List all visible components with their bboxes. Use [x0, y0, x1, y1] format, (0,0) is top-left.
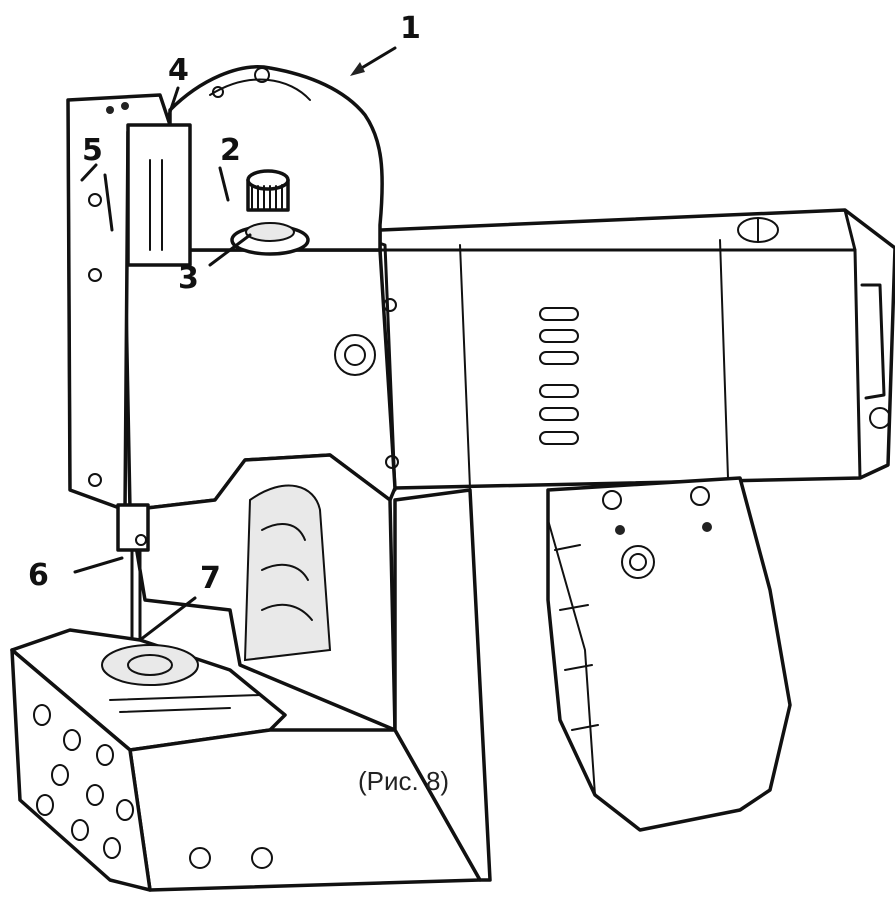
motor-housing — [378, 208, 895, 490]
upper-arm — [168, 65, 384, 252]
tension-knob — [230, 169, 310, 256]
figure-caption: (Рис. 8) — [358, 766, 449, 796]
base — [10, 488, 492, 892]
callout-4: 4 — [168, 53, 189, 88]
callout-3: 3 — [178, 261, 199, 296]
callout-arrows — [73, 46, 397, 642]
callout-7: 7 — [200, 561, 221, 596]
base-holes — [33, 704, 134, 859]
front-plate — [66, 93, 192, 512]
callout-5: 5 — [82, 133, 103, 168]
callout-labels: 1 2 3 4 5 6 7 — [28, 11, 421, 596]
callout-2: 2 — [220, 133, 241, 168]
callout-6: 6 — [28, 558, 49, 593]
vent-slots — [539, 307, 579, 445]
needle-assembly — [116, 503, 150, 642]
handle — [546, 476, 792, 832]
callout-1: 1 — [400, 11, 421, 46]
lower-arm — [128, 453, 397, 732]
